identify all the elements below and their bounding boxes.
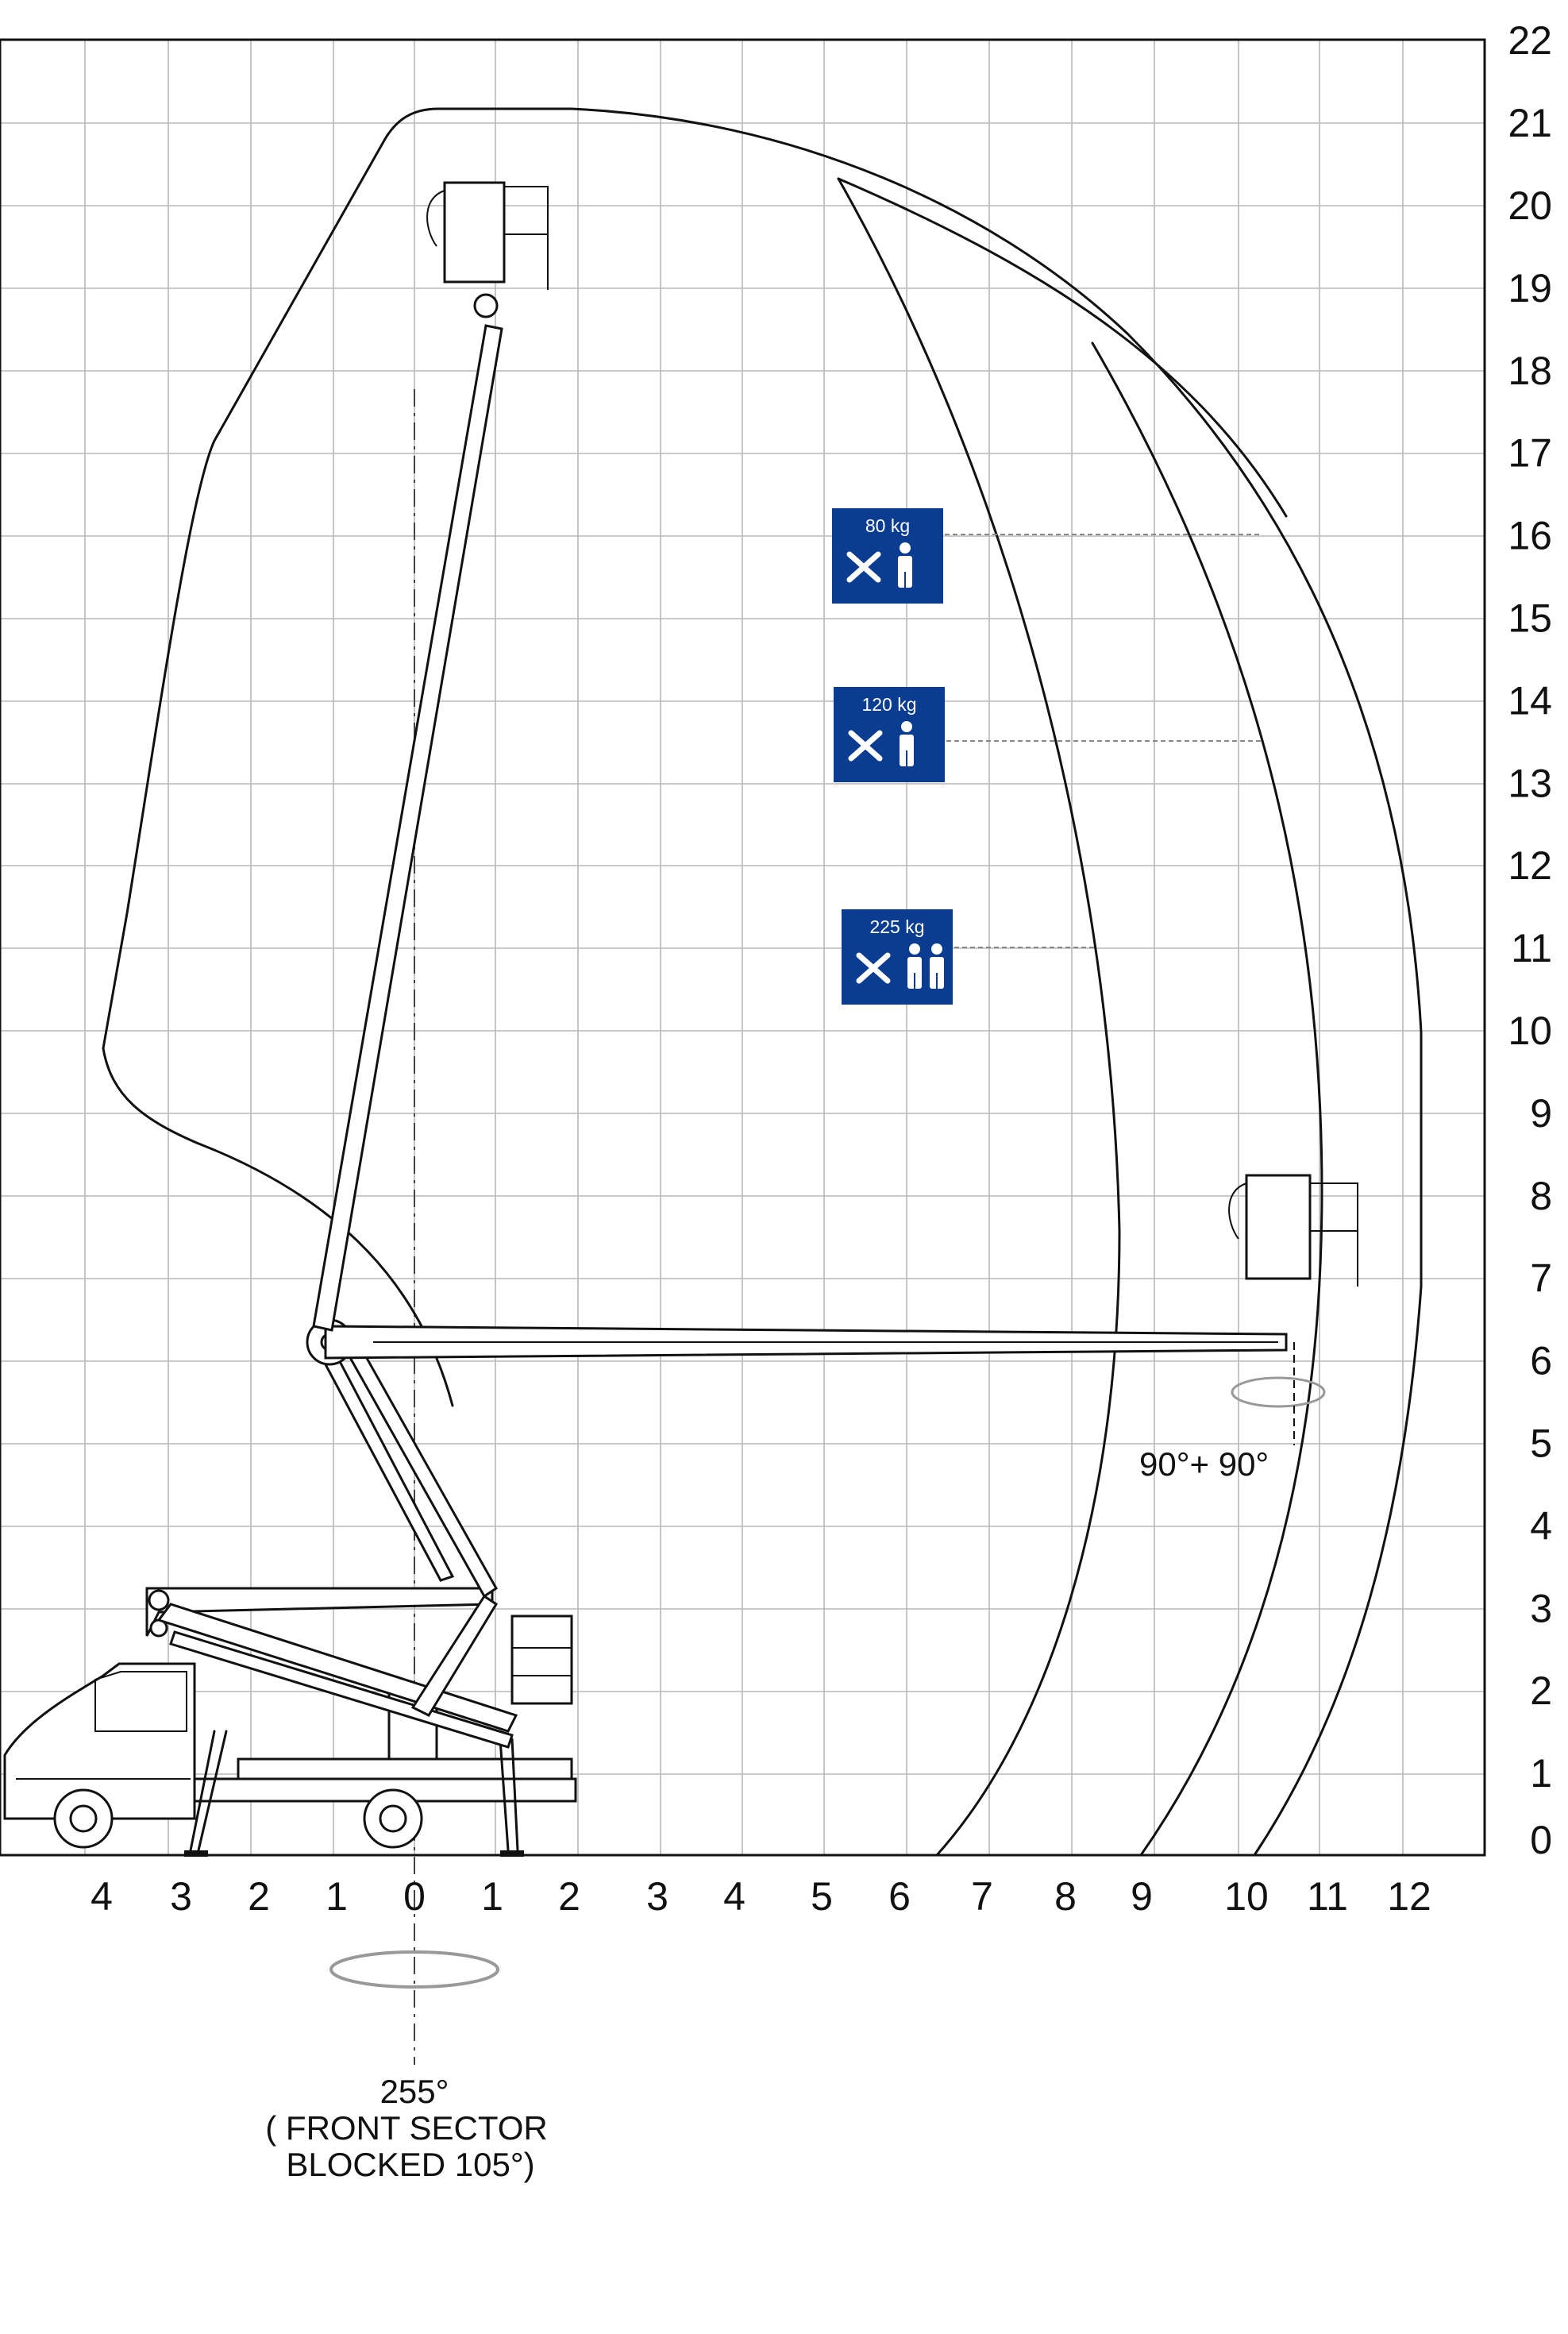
x-tick-label: 11 — [1307, 1874, 1348, 1919]
load-badge: 225 kg — [842, 909, 953, 1005]
y-tick-label: 21 — [1508, 101, 1552, 145]
capacity-curve-120kg — [1091, 341, 1323, 1857]
y-tick-label: 18 — [1508, 349, 1552, 393]
worker-icon — [898, 542, 912, 588]
x-tick-label: 8 — [1054, 1874, 1077, 1919]
x-tick-label: 12 — [1387, 1874, 1431, 1919]
load-badge: 80 kg — [832, 508, 943, 604]
load-badge-label: 225 kg — [869, 916, 924, 937]
y-tick-label: 6 — [1530, 1339, 1552, 1383]
y-tick-label: 16 — [1508, 514, 1552, 558]
worker-icon — [930, 943, 944, 989]
front-sector-line2: BLOCKED 105°) — [286, 2146, 534, 2183]
y-tick-label: 0 — [1530, 1818, 1552, 1862]
truck-icon — [3, 1662, 577, 1857]
y-tick-label: 12 — [1508, 843, 1552, 888]
y-tick-label: 15 — [1508, 596, 1552, 641]
y-tick-label: 10 — [1508, 1009, 1552, 1053]
grid-frame — [0, 38, 1486, 1857]
load-badges: 80 kg 120 kg 225 kg — [832, 508, 953, 1005]
load-badge-label: 80 kg — [865, 515, 910, 536]
worker-icon — [907, 943, 922, 989]
x-tick-label: 5 — [811, 1874, 833, 1919]
x-tick-label: 0 — [403, 1874, 426, 1919]
x-tick-label: 2 — [558, 1874, 580, 1919]
y-tick-label: 5 — [1530, 1422, 1552, 1466]
y-tick-label: 8 — [1530, 1174, 1552, 1218]
y-tick-label: 13 — [1508, 761, 1552, 805]
turret-rotation-label: 255° — [380, 2073, 449, 2110]
x-tick-label: 7 — [971, 1874, 993, 1919]
y-tick-label: 9 — [1530, 1091, 1552, 1136]
y-tick-label: 7 — [1530, 1256, 1552, 1301]
load-badge-label: 120 kg — [861, 694, 916, 715]
y-tick-label: 14 — [1508, 678, 1552, 723]
rear-working-envelope — [102, 107, 454, 1407]
y-tick-label: 11 — [1511, 926, 1552, 970]
tools-icon — [848, 730, 883, 762]
worker-icon — [900, 721, 914, 766]
basket-rotation-label: 90°+ 90° — [1139, 1445, 1269, 1483]
x-tick-label: 1 — [481, 1874, 503, 1919]
grid — [0, 39, 1485, 1856]
aerial-platform-icon — [145, 181, 1358, 1749]
tools-icon — [846, 551, 881, 583]
x-tick-label: 2 — [248, 1874, 270, 1919]
load-badge: 120 kg — [834, 687, 945, 782]
y-tick-label: 20 — [1508, 183, 1552, 228]
x-tick-label: 6 — [888, 1874, 911, 1919]
y-tick-label: 4 — [1530, 1503, 1552, 1548]
y-tick-label: 2 — [1530, 1669, 1552, 1713]
x-tick-label: 9 — [1131, 1874, 1153, 1919]
y-tick-label: 22 — [1508, 18, 1552, 63]
x-tick-label: 4 — [723, 1874, 745, 1919]
y-tick-label: 3 — [1530, 1586, 1552, 1630]
capacity-curve-80kg — [837, 177, 1288, 518]
rotation-arrow-icon — [1231, 1342, 1326, 1445]
x-tick-label: 10 — [1224, 1874, 1269, 1919]
rotation-arrow-icon-turret — [329, 1950, 499, 1989]
outer-working-envelope — [437, 107, 1423, 1857]
y-tick-label: 1 — [1530, 1751, 1552, 1796]
y-tick-label: 17 — [1508, 431, 1552, 476]
tools-icon — [856, 952, 891, 984]
x-tick-label: 3 — [646, 1874, 668, 1919]
front-sector-line1: ( FRONT SECTOR — [265, 2109, 547, 2147]
x-tick-label: 1 — [326, 1874, 348, 1919]
x-tick-label: 3 — [170, 1874, 192, 1919]
x-tick-label: 4 — [91, 1874, 113, 1919]
y-tick-label: 19 — [1508, 266, 1552, 311]
capacity-curve-225kg — [837, 177, 1121, 1857]
